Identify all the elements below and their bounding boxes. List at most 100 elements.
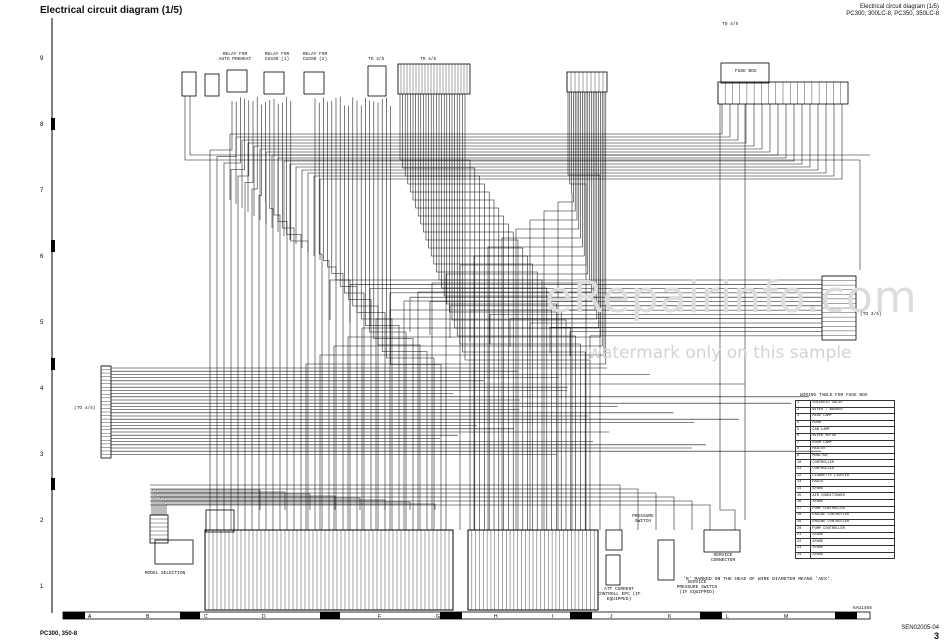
wire [473, 92, 585, 530]
wire [319, 104, 843, 260]
wire [462, 94, 586, 530]
wire [369, 100, 407, 530]
wire [273, 98, 281, 530]
wire [223, 97, 241, 530]
ref-to45-top: TO 4/5 [722, 22, 739, 27]
wire [429, 301, 822, 335]
fuse-table-cell: 5 [794, 426, 812, 434]
wire [163, 501, 411, 515]
fuse-table-cell: 21 [794, 531, 812, 540]
wire [349, 284, 822, 323]
fuse-table-cell: ROOM LAMP [810, 439, 895, 448]
fuse-table-cell: 15 [794, 492, 812, 500]
column-label: N [842, 614, 846, 620]
wire [347, 92, 601, 530]
wire [150, 496, 675, 530]
ref-to45-mid: TO 4/5 [420, 57, 437, 62]
fuse-table-cell: 24 [794, 551, 812, 560]
ref-to35-right: (TO 3/5) [860, 312, 882, 317]
wire [451, 94, 567, 530]
connector-to35 [367, 65, 387, 97]
wire [487, 92, 583, 530]
connector-bottom-small [205, 509, 235, 533]
fuse-table-cell: HEATER [810, 446, 895, 454]
fuse-table-cell: ENGINE CONTROLLER [810, 512, 895, 520]
wire [150, 484, 621, 530]
column-label: E [320, 614, 324, 620]
wire [319, 92, 605, 530]
wire [153, 491, 286, 515]
column-label: I [552, 614, 553, 620]
connector-top-1 [181, 71, 197, 97]
wire [209, 100, 233, 530]
fuse-table-cell: 12 [794, 472, 812, 481]
column-label: J [610, 614, 613, 620]
footer-right: SEN02005-04 3 [901, 624, 939, 641]
wire [244, 101, 254, 530]
wire [247, 104, 747, 212]
fuse-table-cell: 22 [794, 538, 812, 547]
row-label: 9 [40, 56, 44, 62]
wire [157, 495, 336, 515]
wire [165, 503, 436, 515]
fuse-table-cell: MONITOR [810, 452, 895, 461]
wire [237, 100, 250, 530]
wire [265, 104, 771, 224]
column-label: G [436, 614, 440, 620]
label-pressure-switch: PRESSURE SWITCH [632, 514, 654, 524]
wire [569, 92, 587, 530]
wire [189, 96, 870, 156]
wire [150, 504, 711, 530]
row-label: 2 [40, 518, 44, 524]
wiring-harness [111, 92, 870, 530]
wire [529, 322, 822, 350]
wire [420, 94, 509, 530]
wire [456, 94, 576, 530]
relay-auto-preheat [226, 69, 248, 93]
column-label: M [784, 614, 788, 620]
ref-fuse-box: FUSE BOX [735, 69, 757, 74]
wire [329, 279, 822, 320]
fuse-table-cell: CONTROLLER [810, 459, 895, 467]
relay-cusso-2 [303, 71, 325, 95]
fuse-table-cell: WIPER MOTOR [810, 432, 895, 441]
drawing-number: 6AU1465 [853, 606, 872, 611]
fuse-table-cell: CONTROLLER [810, 465, 895, 474]
att-epc-conn [605, 554, 621, 586]
row-label: 4 [40, 386, 44, 392]
fuse-table-cell: SPARE [810, 538, 895, 547]
column-label: L [726, 614, 729, 620]
wire [295, 104, 811, 244]
row-label: 3 [40, 452, 44, 458]
wire [489, 314, 822, 344]
fuse-table-cell: 16 [794, 498, 812, 507]
label-service-switch: SERVICE PRESSURE SWITCH (IF EQUIPPED) [676, 580, 718, 595]
fuse-table-cell: SPARE [810, 498, 895, 507]
wire [543, 92, 576, 530]
wire [529, 92, 578, 530]
wire [333, 92, 603, 530]
wire [403, 92, 594, 530]
page-number: 3 [933, 631, 939, 641]
relay-label-cusso-2: RELAY FOR CUSS0 (2) [302, 52, 328, 62]
wire [515, 92, 580, 530]
wire [150, 488, 639, 530]
wire [390, 105, 442, 530]
wire [569, 331, 822, 356]
wire [290, 100, 309, 530]
fuse-table-cell: 17 [794, 505, 812, 514]
fuse-table-cell: AIR CONDITIONER [810, 492, 895, 500]
wire [412, 94, 495, 530]
fuse-table-title: WIRING TABLE FOR FUSE BOX [800, 393, 868, 398]
wire [449, 305, 822, 338]
row-label: 7 [40, 188, 44, 194]
fuse-table-cell: CIGARETTE LIGHTER [810, 472, 895, 481]
